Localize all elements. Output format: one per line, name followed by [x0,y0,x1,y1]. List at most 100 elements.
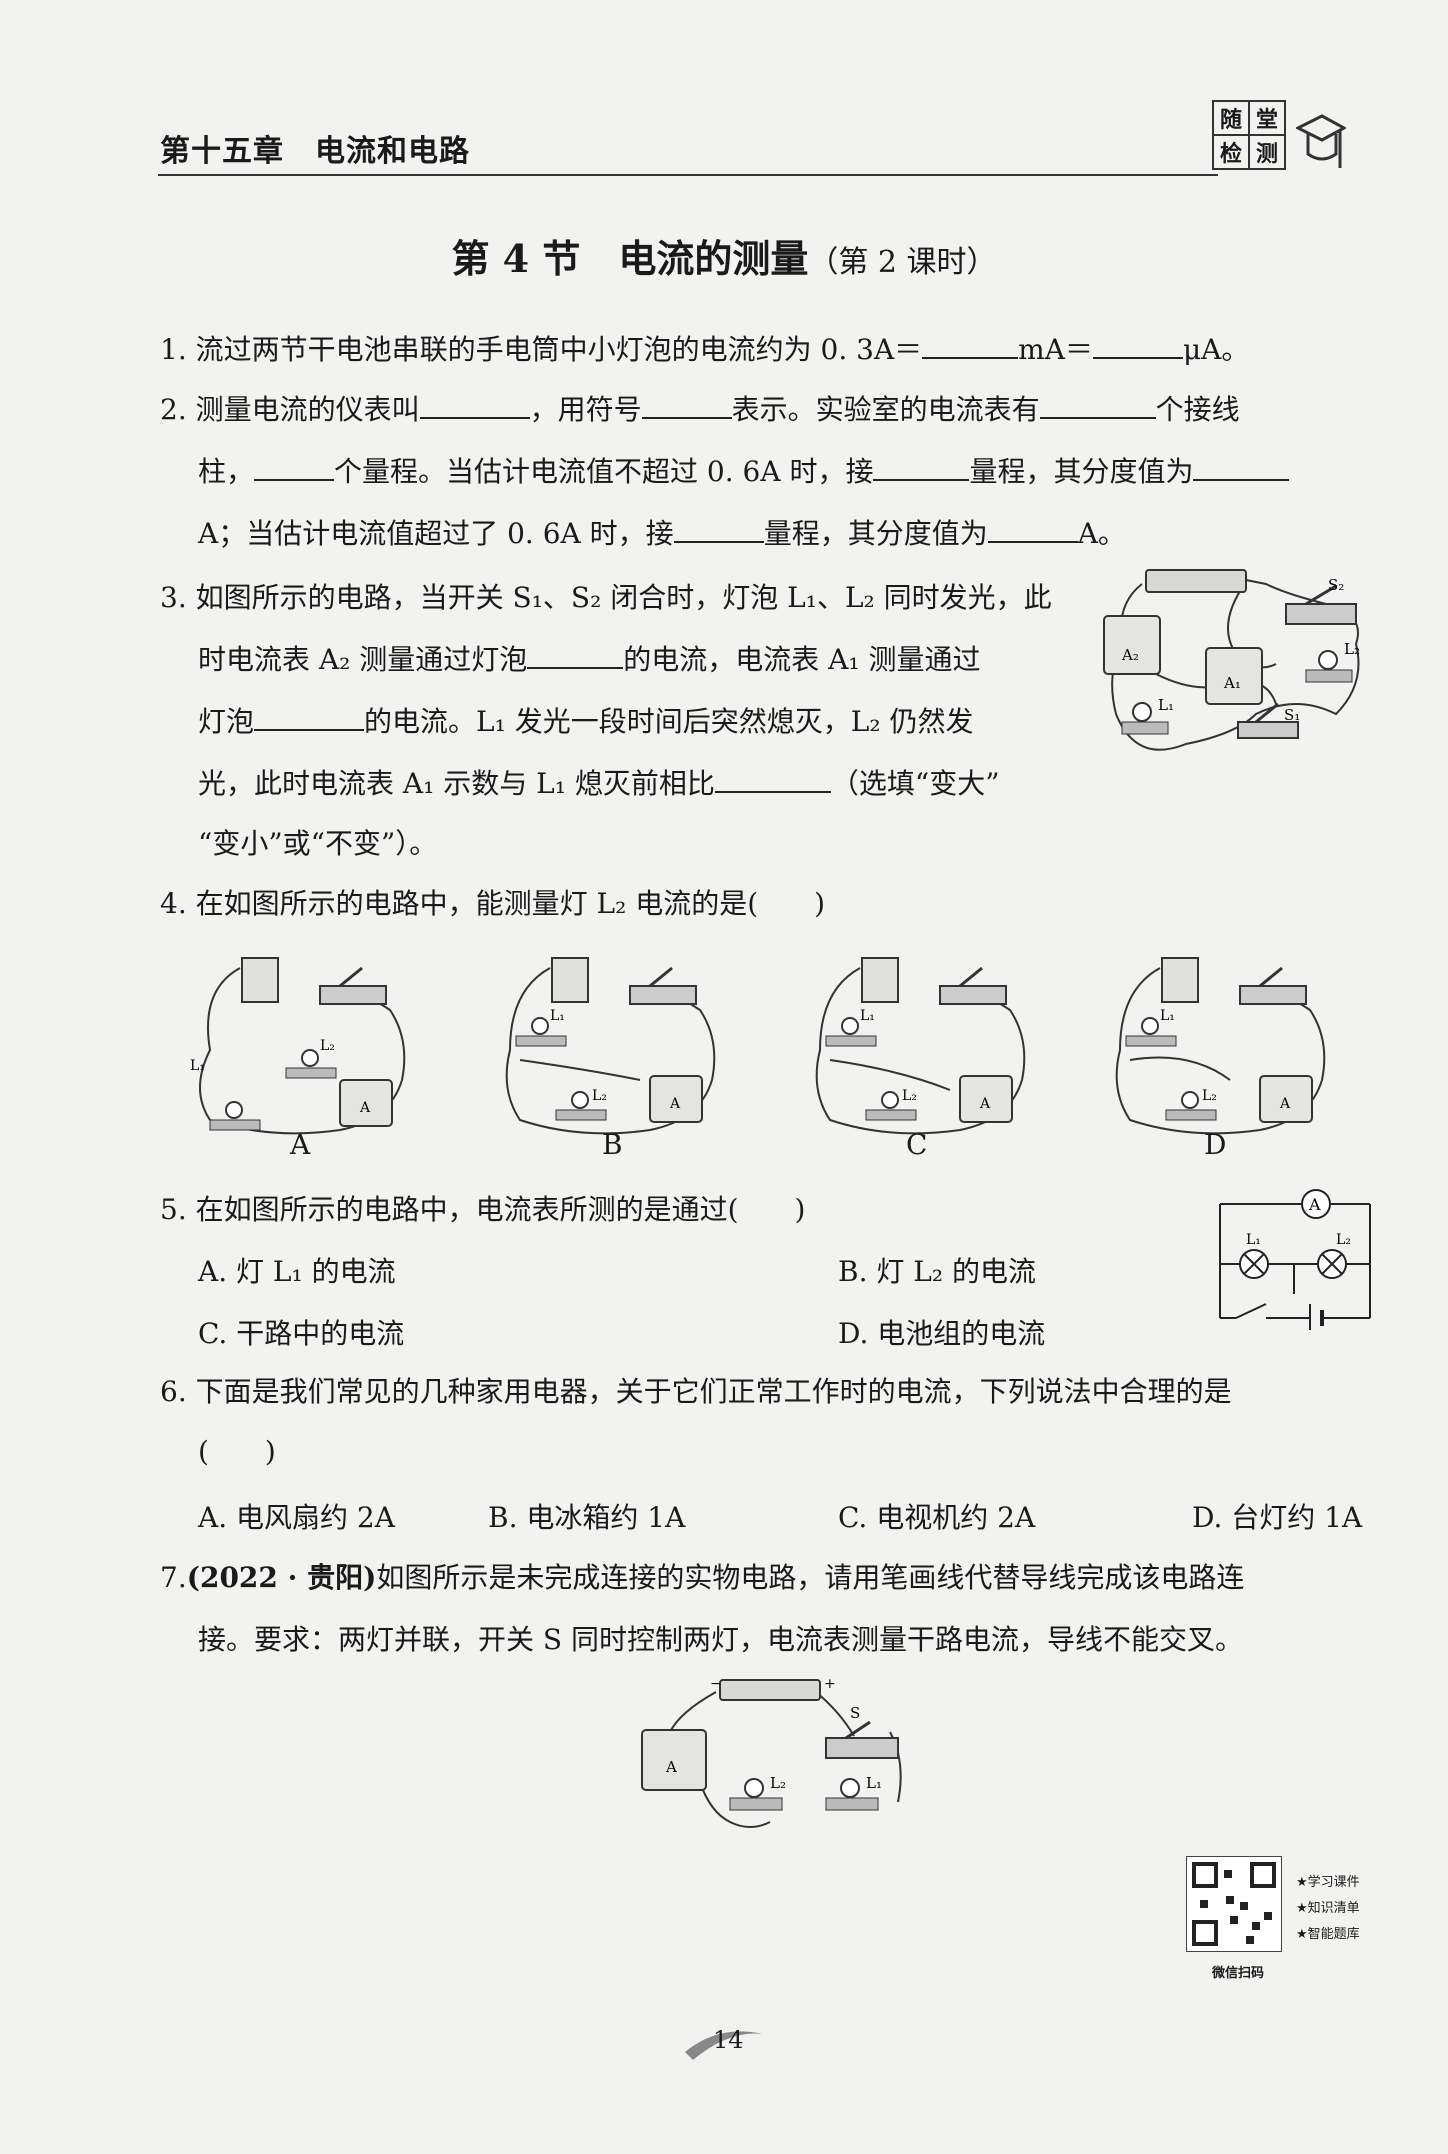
answer-blank[interactable] [922,331,1019,359]
q2-text: 表示。实验室的电流表有 [731,393,1040,426]
q5-option-a[interactable]: A. 灯 L₁ 的电流 [198,1255,396,1288]
q2-text: A；当估计电流值超过了 0. 6A 时，接 [198,517,674,550]
qr-tags: ★学习课件 ★知识清单 ★智能题库 [1296,1870,1360,1948]
page-number-ornament-icon: 14 [685,2026,763,2060]
question-2-line-2: 柱，个量程。当估计电流值不超过 0. 6A 时，接量程，其分度值为 [198,452,1290,492]
svg-text:+: + [824,1676,836,1692]
q1-text: μA。 [1182,333,1250,366]
label-meter: A [1308,1195,1321,1214]
answer-blank[interactable] [254,703,365,731]
answer-blank[interactable] [873,453,970,481]
q2-text: A。 [1077,517,1126,550]
switch-icon [1239,985,1307,1005]
q2-text: 量程，其分度值为 [969,455,1194,488]
option-label[interactable]: B [602,1128,623,1161]
q2-text: 个量程。当估计电流值不超过 0. 6A 时，接 [334,455,874,488]
answer-blank[interactable] [714,765,831,793]
label-meter: A [979,1096,991,1112]
q6-option-c[interactable]: C. 电视机约 2A [838,1501,1036,1534]
badge-char: 堂 [1248,100,1286,136]
badge-char: 检 [1212,134,1250,170]
answer-blank[interactable] [419,391,530,419]
ammeter-icon [1103,615,1161,675]
switch-icon [939,985,1007,1005]
battery-icon [241,957,279,1003]
q7-number: 7. [160,1561,187,1594]
q3-text: 时电流表 A₂ 测量通过灯泡 [198,643,528,676]
bulb-icon [1318,650,1338,670]
bulb-icon [225,1101,243,1119]
bulb-icon [744,1778,764,1798]
q5-option-c[interactable]: C. 干路中的电流 [198,1317,405,1350]
answer-blank[interactable] [527,641,624,669]
label-l2: L₂ [1336,1232,1351,1248]
label-meter: A [665,1758,677,1776]
q3-circuit-figure: S₂ A₂ A₁ L₂ L₁ S₁ [1103,569,1360,751]
label-s1: S₁ [1284,706,1300,724]
question-7-line-1: 7.(2022 · 贵阳)如图所示是未完成连接的实物电路，请用笔画线代替导线完成… [160,1558,1244,1598]
ammeter-icon [649,1075,703,1123]
label-l2: L₂ [1344,640,1360,658]
label-a1: A₁ [1223,674,1241,692]
bulb-icon [841,1017,859,1035]
answer-blank[interactable] [1092,331,1183,359]
question-3-line-1: 3. 如图所示的电路，当开关 S₁、S₂ 闭合时，灯泡 L₁、L₂ 同时发光，此 [160,581,1052,614]
q5-option-b[interactable]: B. 灯 L₂ 的电流 [838,1255,1036,1288]
battery-icon [861,957,899,1003]
q7-text: 如图所示是未完成连接的实物电路，请用笔画线代替导线完成该电路连 [376,1561,1245,1594]
ammeter-icon [1259,1075,1313,1123]
switch-icon [1237,721,1299,739]
q4-figure-a: L₂ L₁ A [190,957,406,1135]
bulb-icon [1132,702,1152,722]
ammeter-icon [339,1079,393,1127]
label-meter: A [669,1096,681,1112]
q4-figure-d: L₁ L₂ A [1115,957,1326,1135]
section-title: 第 4 节 电流的测量（第 2 课时） [0,228,1448,283]
answer-blank[interactable] [641,391,732,419]
answer-blank[interactable] [1193,453,1290,481]
q3-text: 的电流，电流表 A₁ 测量通过 [623,643,981,676]
q7-source-tag: (2022 · 贵阳) [186,1561,377,1594]
answer-blank[interactable] [1039,391,1156,419]
battery-icon [719,1679,821,1701]
graduation-cap-icon [1296,114,1346,168]
label-l2: L₂ [320,1038,335,1054]
qr-code-icon[interactable] [1186,1856,1282,1952]
bulb-icon [571,1091,589,1109]
label-l2: L₂ [902,1088,917,1104]
question-5-stem: 5. 在如图所示的电路中，电流表所测的是通过( ) [160,1193,806,1226]
q4-figure-c: L₁ L₂ A [815,957,1026,1135]
label-s2: S₂ [1328,576,1344,594]
label-meter: A [359,1100,371,1116]
badge: 随堂 检测 [1212,100,1346,178]
question-3-line-5: “变小”或“不变”）。 [198,827,438,860]
option-label[interactable]: A [290,1128,311,1161]
qr-caption: 微信扫码 [1212,1966,1265,1981]
label-meter: A [1279,1096,1291,1112]
qr-tag: ★智能题库 [1296,1927,1360,1942]
q6-option-d[interactable]: D. 台灯约 1A [1192,1501,1363,1534]
q3-text: （选填“变大” [830,767,1000,800]
badge-char: 随 [1212,100,1250,136]
switch-icon [825,1737,899,1759]
q3-text: 光，此时电流表 A₁ 示数与 L₁ 熄灭前相比 [198,767,715,800]
option-label[interactable]: D [1204,1128,1227,1161]
q2-text: ，用符号 [529,393,642,426]
section-title-sub: （第 2 课时） [808,245,997,280]
answer-blank[interactable] [673,515,764,543]
bulb-icon [1141,1017,1159,1035]
answer-blank[interactable] [987,515,1078,543]
question-7-line-2: 接。要求：两灯并联，开关 S 同时控制两灯，电流表测量干路电流，导线不能交叉。 [198,1623,1243,1656]
option-label[interactable]: C [906,1128,928,1161]
switch-icon [319,985,387,1005]
q1-text: 1. 流过两节干电池串联的手电筒中小灯泡的电流约为 0. 3A＝ [160,333,923,366]
bulb-icon [301,1049,319,1067]
q6-option-a[interactable]: A. 电风扇约 2A [198,1501,395,1534]
section-title-main: 第 4 节 电流的测量 [451,236,809,281]
q1-text: mA＝ [1018,333,1093,366]
q3-text: 的电流。L₁ 发光一段时间后突然熄灭，L₂ 仍然发 [364,705,974,738]
answer-blank[interactable] [254,453,335,481]
q5-option-d[interactable]: D. 电池组的电流 [838,1317,1046,1350]
q6-option-b[interactable]: B. 电冰箱约 1A [488,1501,686,1534]
bulb-icon [1181,1091,1199,1109]
